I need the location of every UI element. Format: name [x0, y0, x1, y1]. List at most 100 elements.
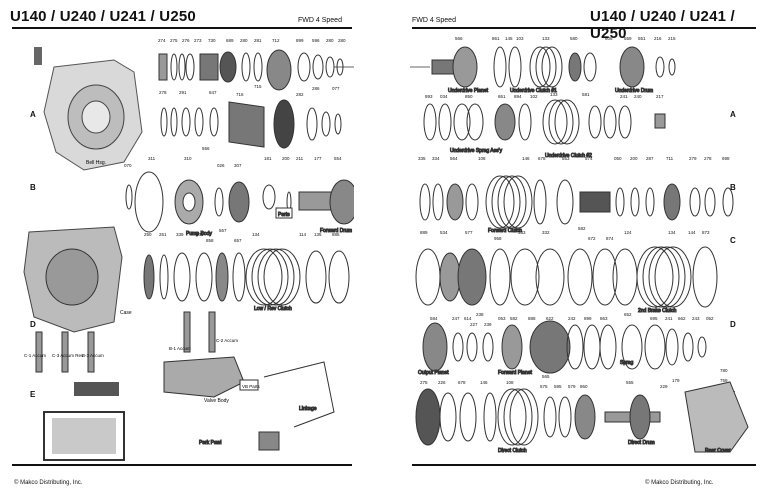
part-number: 551 [638, 36, 646, 41]
part-number: 108 [506, 380, 514, 385]
bell-housing-label: Bell Hsg. [86, 160, 106, 166]
part-number: 311 [148, 156, 156, 161]
part-number: 689 [226, 38, 234, 43]
part-number: 239 [484, 322, 492, 327]
part-number: 565 [542, 374, 550, 379]
part-number: 280 [338, 38, 346, 43]
underdrive-planet-label: Underdrive Planet [448, 88, 489, 94]
part-number: 146 [480, 380, 488, 385]
linkage-label: Linkage [299, 406, 317, 412]
underdrive-clutch-1-label: Underdrive Clutch #1 [510, 88, 557, 94]
row-a-top-parts [158, 49, 344, 91]
direct-drum-label: Direct Drum [628, 440, 655, 446]
part-number: 716 [236, 92, 244, 97]
part-number: 556 [202, 146, 210, 151]
case-illustration: Case [23, 226, 132, 333]
part-number: 134 [252, 232, 260, 237]
part-number: 275 [420, 380, 428, 385]
c1-accum-label: C-1 Accum [24, 353, 46, 358]
row-label-e-left: E [30, 390, 36, 399]
part-number: 575 [540, 384, 548, 389]
part-number: 662 [678, 316, 686, 321]
part-number: 134 [668, 230, 676, 235]
part-number: 278 [704, 156, 712, 161]
row-a-bottom-parts [160, 99, 342, 149]
part-number: 282 [296, 92, 304, 97]
part-number: 614 [464, 316, 472, 321]
right-row-d-parts: Output Planet Forward Planet Sprag [418, 320, 707, 377]
case-label: Case [120, 310, 132, 316]
part-number: 595 [554, 384, 562, 389]
part-number: 695 [650, 316, 658, 321]
page-title-left: U140 / U240 / U241 / U250 [10, 8, 196, 25]
part-number: 338 [196, 232, 204, 237]
part-number: 574 [585, 156, 593, 161]
part-number: 280 [326, 38, 334, 43]
second-brake-clutch-label: 2nd Brake Clutch [638, 308, 677, 314]
right-row-b-parts: Forward Clutch [419, 175, 734, 235]
part-number: 200 [282, 156, 290, 161]
part-number: 899 [584, 316, 592, 321]
c3-accum-label: C-3 Accum Rev [52, 353, 84, 358]
part-number: 238 [476, 312, 484, 317]
part-number: 581 [582, 92, 590, 97]
part-number: 135 [314, 232, 322, 237]
part-number: 678 [458, 380, 466, 385]
b3-accum-label: B-3 Accum [82, 353, 104, 358]
forward-planet-label: Forward Planet [498, 370, 533, 376]
row-label-a-left: A [30, 110, 36, 119]
part-number: 307 [234, 163, 242, 168]
part-number: 226 [438, 380, 446, 385]
linkage-illustration: Linkage Park Pawl [199, 361, 335, 451]
rear-cover-label: Rear Cover [705, 448, 731, 454]
part-number: 250 [144, 232, 152, 237]
part-number: 241 [665, 316, 673, 321]
part-number: 279 [689, 156, 697, 161]
pump-body-label: Pump Body [186, 231, 212, 237]
parts-box-label: Parts [278, 212, 290, 218]
underdrive-sprag-label: Underdrive Sprag Ass'y [450, 148, 503, 154]
part-number: 730 [208, 38, 216, 43]
left-exploded-diagram: Bell Hsg. [23, 38, 354, 461]
part-number: 243 [692, 316, 700, 321]
part-number: 885 [332, 232, 340, 237]
b1-accum-label: B-1 Accum [169, 346, 191, 351]
part-number: 273 [194, 38, 202, 43]
part-number: 240 [634, 94, 642, 99]
underdrive-clutch-2-label: Underdrive Clutch #2 [545, 153, 592, 159]
part-number: 145 [505, 36, 513, 41]
part-number: 335 [418, 156, 426, 161]
part-numbers-right: 566 861 145 103 133 580 606 559 551 216 … [418, 36, 730, 389]
part-number: 847 [209, 90, 217, 95]
part-number: 332 [542, 230, 550, 235]
copyright-left: © Makco Distributing, Inc. [14, 480, 83, 486]
right-row-a-top-parts: Underdrive Planet Underdrive Drum Underd… [431, 46, 676, 95]
part-number: 566 [455, 36, 463, 41]
page-title-right: U140 / U240 / U241 / U250 [590, 8, 735, 42]
part-number: 286 [312, 86, 320, 91]
part-number: 229 [660, 384, 668, 389]
forward-drum-label: Forward Drum [320, 228, 352, 234]
part-number: 146 [522, 156, 530, 161]
part-numbers-left: 274 275 276 273 730 689 280 281 712 899 … [124, 38, 346, 243]
subtitle-left: FWD 4 Speed [298, 17, 342, 24]
part-number: 227 [470, 322, 478, 327]
part-number: 215 [668, 36, 676, 41]
part-number: 144 [688, 230, 696, 235]
right-exploded-diagram: Underdrive Planet Underdrive Drum Underd… [410, 36, 749, 455]
part-number: 579 [568, 384, 576, 389]
copyright-right: © Makco Distributing, Inc. [645, 480, 714, 486]
part-number: 216 [654, 36, 662, 41]
park-pawl-label: Park Pawl [199, 440, 222, 446]
header-rule-right [412, 27, 756, 29]
footer-rule-left [12, 464, 352, 466]
row-label-d-right: D [730, 320, 736, 329]
part-number: 577 [465, 230, 473, 235]
oil-pan-illustration [43, 382, 125, 461]
right-row-c-parts: 2nd Brake Clutch [415, 246, 718, 315]
part-number: 780 [720, 368, 728, 373]
part-number: 070 [124, 163, 132, 168]
part-number: 958 [494, 236, 502, 241]
part-number: 333 [518, 230, 526, 235]
accumulator-parts [35, 311, 216, 373]
